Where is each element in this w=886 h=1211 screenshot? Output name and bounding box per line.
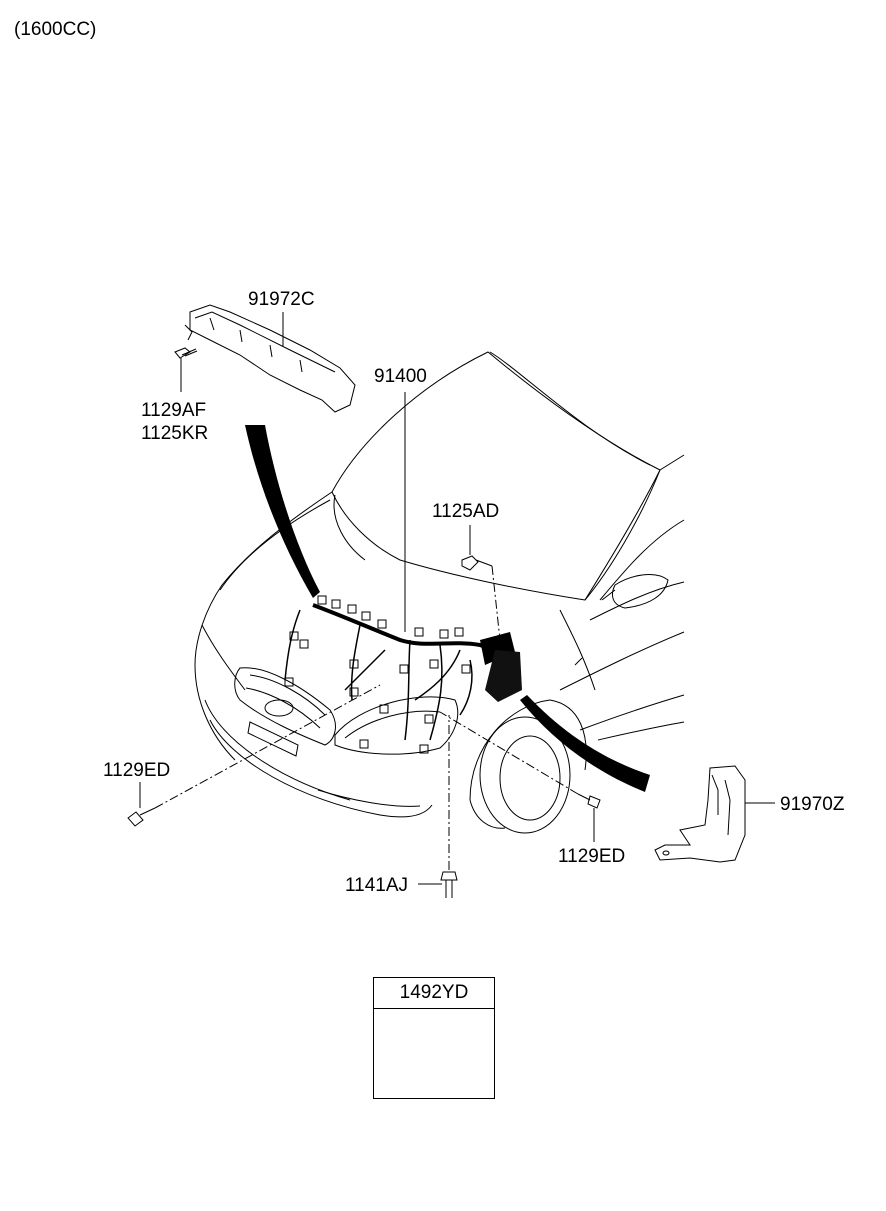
part-label-1129AF[interactable]: 1129AF	[141, 400, 207, 421]
bracket-91972C	[184, 304, 356, 413]
wiring-harness-91400	[284, 595, 522, 754]
detail-box-1492YD: 1492YD	[373, 977, 495, 1099]
part-label-1492YD[interactable]: 1492YD	[374, 978, 494, 1009]
part-label-91972C[interactable]: 91972C	[248, 289, 315, 310]
car-body	[194, 351, 685, 834]
swoosh-upper	[245, 425, 320, 598]
screw-1129AF	[174, 347, 198, 392]
bolt-1129ED-left	[127, 684, 381, 827]
part-label-91970Z[interactable]: 91970Z	[780, 794, 845, 815]
part-label-91400[interactable]: 91400	[374, 366, 427, 387]
part-label-1141AJ[interactable]: 1141AJ	[345, 875, 409, 896]
swoosh-lower	[520, 695, 650, 792]
part-label-1129ED-left[interactable]: 1129ED	[103, 760, 171, 781]
part-label-1125AD[interactable]: 1125AD	[432, 501, 500, 522]
engine-label: (1600CC)	[14, 19, 97, 40]
cover-91970Z	[654, 765, 775, 863]
bolt-1125AD	[461, 525, 501, 641]
bolt-1141AJ	[418, 715, 458, 898]
part-label-1129ED-right[interactable]: 1129ED	[558, 846, 626, 867]
part-label-1125KR[interactable]: 1125KR	[141, 423, 209, 444]
bolt-1129ED-right	[439, 711, 601, 842]
